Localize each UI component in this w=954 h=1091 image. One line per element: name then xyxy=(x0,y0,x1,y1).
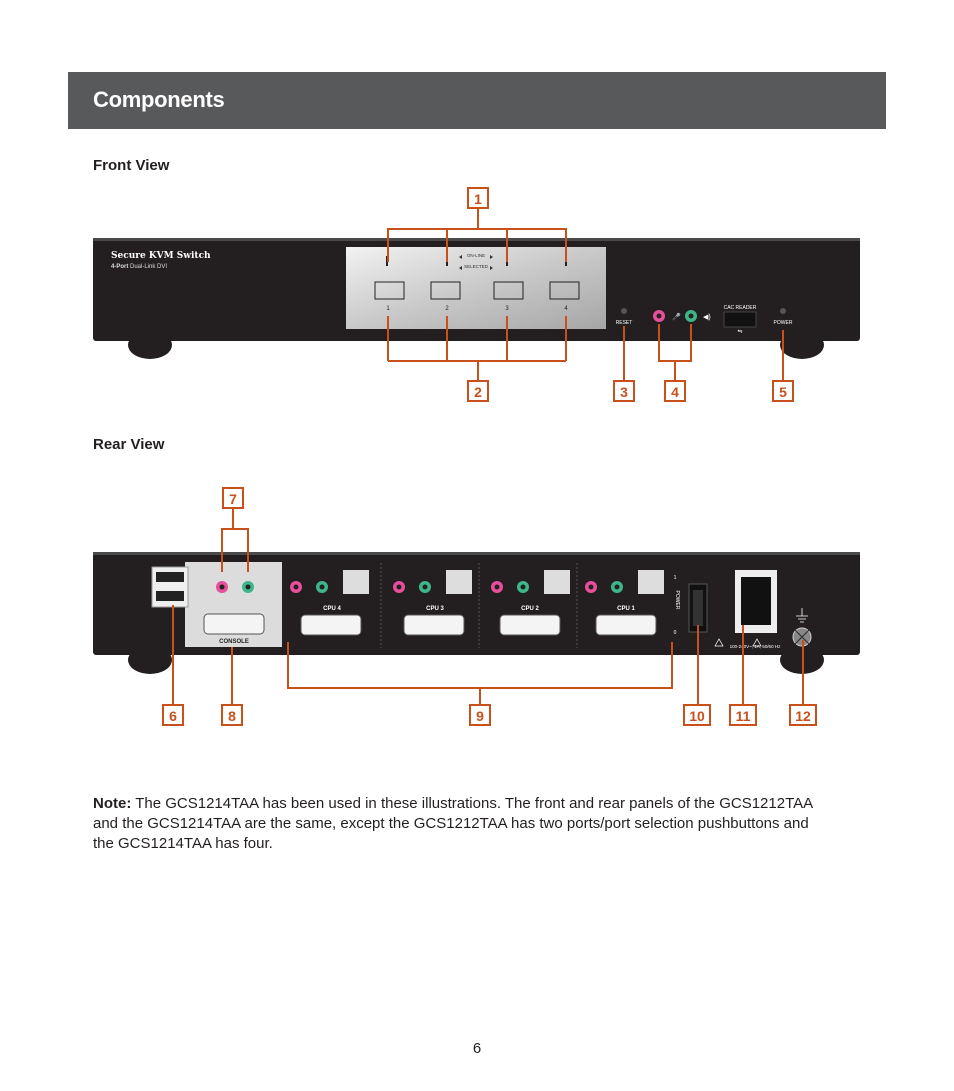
cpu-port-group-4: CPU 4 xyxy=(290,570,369,636)
callout-7: 7 xyxy=(222,487,244,509)
port-button-2[interactable] xyxy=(430,281,461,300)
note-label: Note: xyxy=(93,795,132,812)
svg-text:9: 9 xyxy=(476,708,484,724)
callout-boxes: 1 2 3 4 5 7 6 8 9 10 11 12 xyxy=(162,187,817,726)
callout-5: 5 xyxy=(772,380,794,402)
callout-3: 3 xyxy=(613,380,635,402)
cpu1-usb-b-port[interactable] xyxy=(638,570,664,594)
svg-text:5: 5 xyxy=(779,384,787,400)
svg-text:7: 7 xyxy=(229,491,237,507)
cpu1-label: CPU 1 xyxy=(617,606,635,612)
power-led xyxy=(780,308,786,314)
cpu2-usb-b-port[interactable] xyxy=(544,570,570,594)
svg-text:2: 2 xyxy=(474,384,482,400)
reset-switch[interactable] xyxy=(621,308,627,314)
port-button-4[interactable] xyxy=(549,281,580,300)
port-button-3[interactable] xyxy=(493,281,524,300)
svg-text:11: 11 xyxy=(736,708,751,724)
cpu1-dvi-port[interactable] xyxy=(595,614,657,636)
cpu-port-group-3: CPU 3 xyxy=(393,570,472,636)
selected-label: SELECTED xyxy=(464,264,489,269)
cpu3-dvi-port[interactable] xyxy=(403,614,465,636)
cpu-port-group-2: CPU 2 xyxy=(491,570,570,636)
svg-text:4: 4 xyxy=(671,384,679,400)
rear-view-label: Rear View xyxy=(93,436,165,453)
svg-text:12: 12 xyxy=(795,708,811,724)
port-number-3: 3 xyxy=(505,306,509,312)
cpu3-usb-b-port[interactable] xyxy=(446,570,472,594)
front-panel: Secure KVM Switch 4-Port Dual-Link DVI O… xyxy=(93,238,860,359)
callout-10: 10 xyxy=(683,704,711,726)
svg-text:10: 10 xyxy=(689,708,705,724)
port-number-2: 2 xyxy=(445,306,449,312)
console-label: CONSOLE xyxy=(219,639,249,645)
port-number-1: 1 xyxy=(386,306,390,312)
switch-off-mark: 0 xyxy=(674,630,677,636)
rear-chassis xyxy=(93,552,860,655)
cpu-port-group-1: CPU 1 xyxy=(585,570,664,636)
port-selection-plate xyxy=(346,247,606,329)
console-dvi-port[interactable] xyxy=(203,613,265,635)
cpu2-label: CPU 2 xyxy=(521,606,539,612)
note-paragraph: Note: The GCS1214TAA has been used in th… xyxy=(93,794,813,854)
rear-panel: CONSOLE CPU 4 CPU 3 CPU 2 CPU 1 xyxy=(93,552,860,674)
reset-label: RESET xyxy=(616,320,633,326)
cpu4-usb-b-port[interactable] xyxy=(343,570,369,594)
callout-11: 11 xyxy=(729,704,757,726)
front-view-label: Front View xyxy=(93,157,170,174)
front-subtitle: 4-Port Dual-Link DVI xyxy=(111,264,167,270)
callout-6: 6 xyxy=(162,704,184,726)
callout-1: 1 xyxy=(467,187,489,209)
callout-2: 2 xyxy=(467,380,489,402)
rating-label: 100-240V~; 1A, 50/60 Hz xyxy=(730,644,781,649)
callout-12: 12 xyxy=(789,704,817,726)
usb-icon: ⇋ xyxy=(737,328,742,335)
page-title: Components xyxy=(93,87,225,112)
speaker-icon: ◀) xyxy=(703,314,711,321)
rear-leader-lines xyxy=(172,508,804,705)
svg-text:3: 3 xyxy=(620,384,628,400)
front-brand: Secure KVM Switch xyxy=(111,251,211,261)
cpu3-label: CPU 3 xyxy=(426,606,444,612)
cpu4-dvi-port[interactable] xyxy=(300,614,362,636)
callout-9: 9 xyxy=(469,704,491,726)
svg-text:6: 6 xyxy=(169,708,177,724)
svg-text:8: 8 xyxy=(228,708,236,724)
switch-on-mark: 1 xyxy=(674,575,677,581)
cac-reader-port[interactable] xyxy=(723,311,757,328)
front-leader-lines xyxy=(387,208,784,382)
cpu4-label: CPU 4 xyxy=(323,606,341,612)
cac-label: CAC READER xyxy=(724,305,757,311)
port-number-4: 4 xyxy=(564,306,568,312)
section-header: Components xyxy=(68,72,886,129)
rear-power-label: POWER xyxy=(674,591,680,610)
callout-4: 4 xyxy=(664,380,686,402)
cpu2-dvi-port[interactable] xyxy=(499,614,561,636)
page-number: 6 xyxy=(472,1040,482,1057)
svg-text:1: 1 xyxy=(474,191,482,207)
port-button-1[interactable] xyxy=(374,281,405,300)
online-label: ON-LINE xyxy=(467,253,485,258)
warning-icon xyxy=(714,638,762,647)
power-label: POWER xyxy=(774,320,793,326)
callout-8: 8 xyxy=(221,704,243,726)
ground-icon xyxy=(796,608,808,623)
note-text: The GCS1214TAA has been used in these il… xyxy=(93,795,813,852)
mic-icon: 🎤 xyxy=(672,312,681,321)
